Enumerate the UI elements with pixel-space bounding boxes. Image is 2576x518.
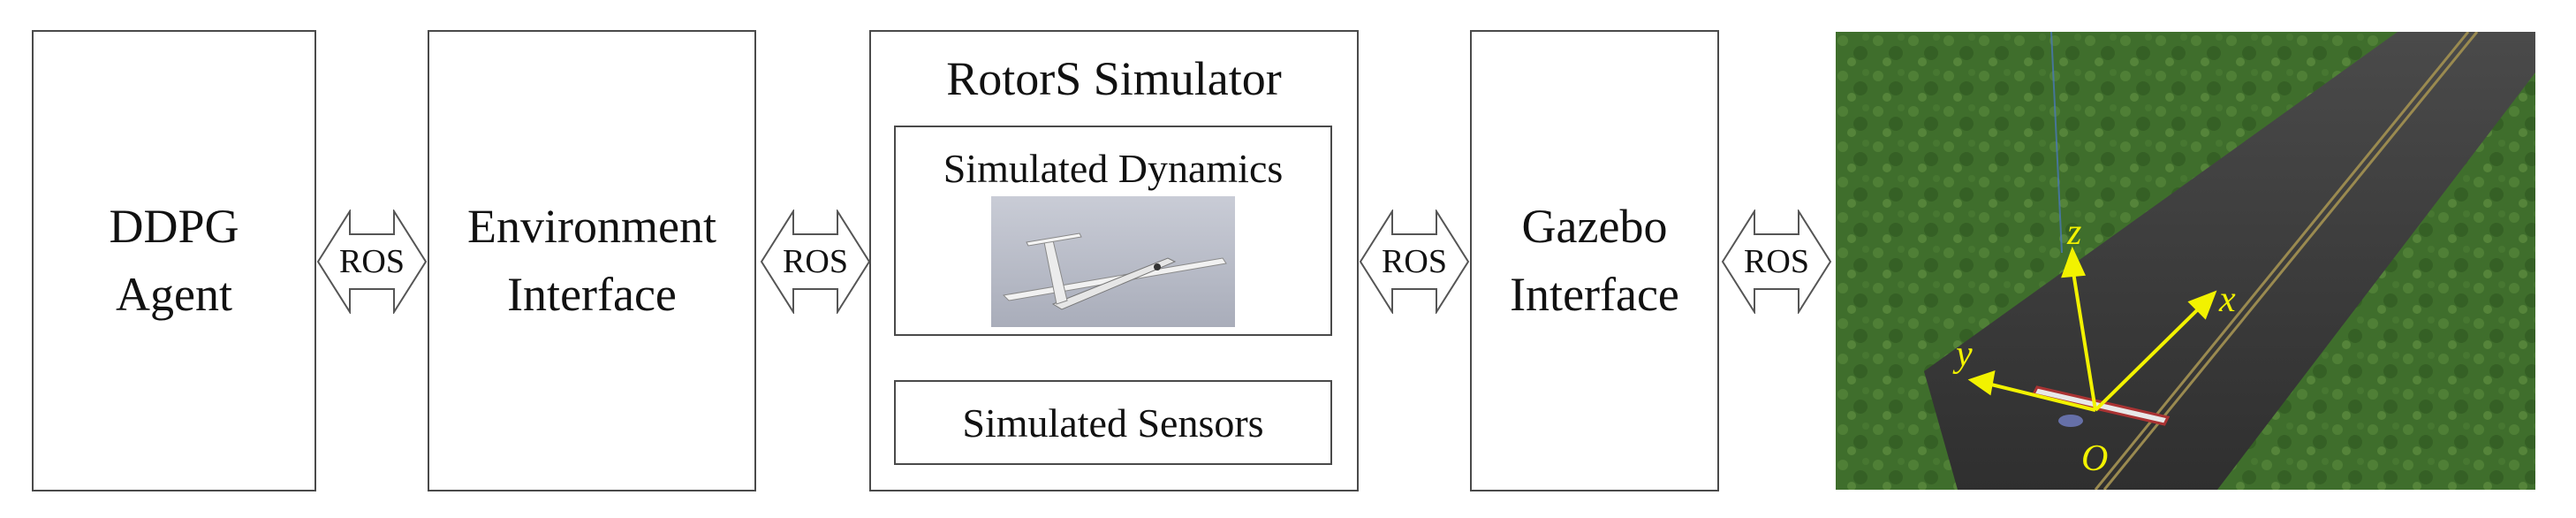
gazebo-scene-image: z x y O — [1836, 32, 2535, 490]
ros-connector-2: ROS — [760, 209, 871, 314]
ros-connector-1: ROS — [316, 209, 428, 314]
simulated-dynamics-label: Simulated Dynamics — [943, 146, 1284, 191]
ros-label-4: ROS — [1744, 243, 1809, 280]
ros-label-3: ROS — [1382, 243, 1447, 280]
environment-interface-label-line1: Environment — [467, 200, 716, 254]
ddpg-agent-label-line2: Agent — [116, 268, 232, 321]
environment-interface-block: Environment Interface — [428, 30, 756, 491]
gazebo-interface-block: Gazebo Interface — [1470, 30, 1719, 491]
ros-label-2: ROS — [783, 243, 848, 280]
coordinate-axes — [1967, 246, 2217, 412]
gazebo-interface-label-line1: Gazebo — [1521, 200, 1668, 254]
environment-interface-label-line2: Interface — [507, 268, 677, 321]
axis-y-label: y — [1952, 334, 1973, 375]
simulated-dynamics-block: Simulated Dynamics — [894, 126, 1332, 336]
ros-label-1: ROS — [339, 243, 405, 280]
rotors-simulator-title: RotorS Simulator — [946, 52, 1282, 105]
simulated-sensors-label: Simulated Sensors — [962, 400, 1264, 446]
double-arrow-icon — [1359, 209, 1470, 314]
axis-x-label: x — [2218, 279, 2236, 320]
axis-z-label: z — [2066, 212, 2081, 253]
simulated-sensors-block: Simulated Sensors — [894, 380, 1332, 465]
gazebo-interface-label-line2: Interface — [1510, 268, 1679, 321]
ddpg-agent-label-line1: DDPG — [109, 200, 239, 254]
ros-connector-3: ROS — [1359, 209, 1470, 314]
ros-connector-4: ROS — [1721, 209, 1832, 314]
origin-label: O — [2081, 438, 2108, 479]
double-arrow-icon — [1721, 209, 1832, 314]
rotors-simulator-block: RotorS Simulator Simulated Dynamics Simu… — [869, 30, 1359, 491]
aircraft-model-image — [991, 196, 1235, 327]
ddpg-agent-block: DDPG Agent — [32, 30, 316, 491]
double-arrow-icon — [316, 209, 428, 314]
